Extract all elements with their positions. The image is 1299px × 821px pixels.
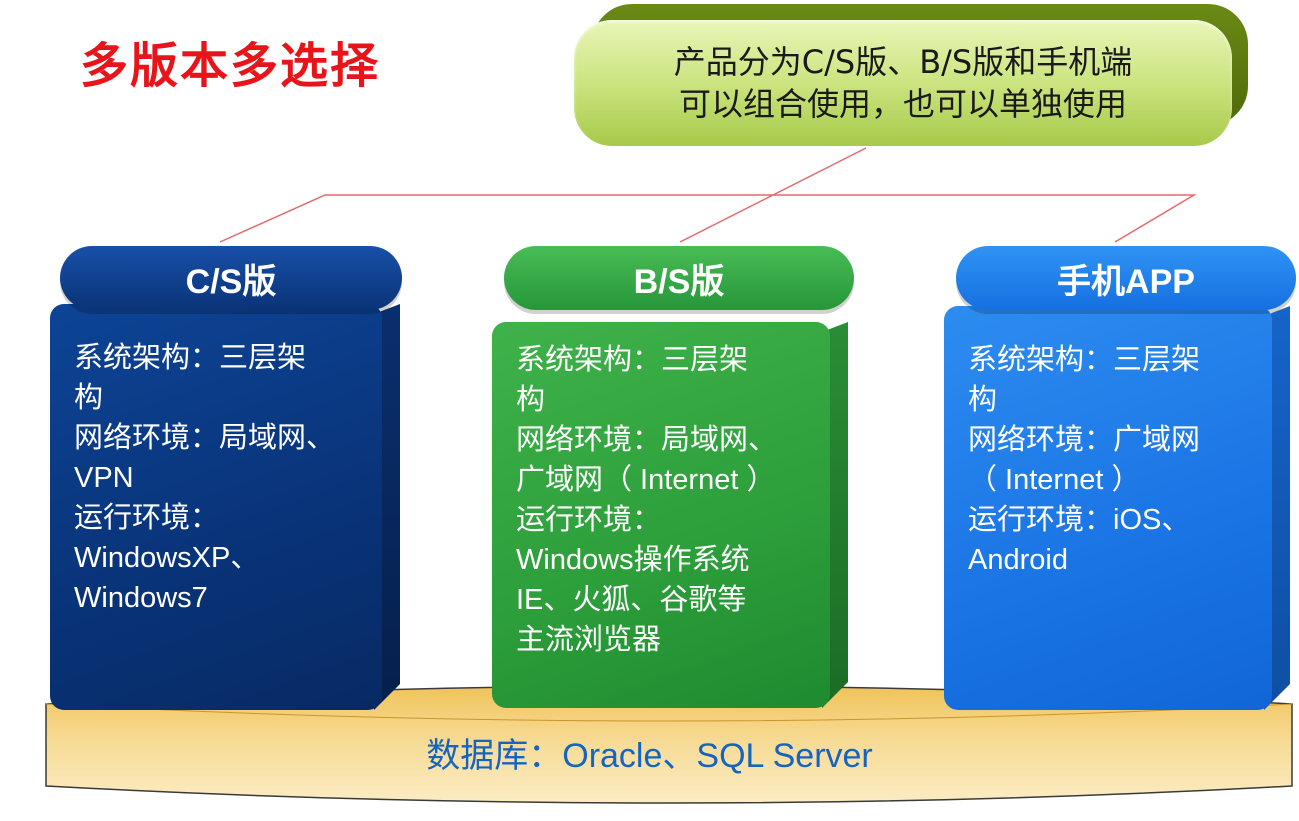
database-cylinder <box>45 685 1293 804</box>
cs-box-text: 系统架构：三层架 构 网络环境：局域网、 VPN 运行环境： WindowsXP… <box>74 338 372 618</box>
database-label: 数据库：Oracle、SQL Server <box>426 737 873 775</box>
cs-line: VPN <box>74 462 134 494</box>
app-version-header: 手机APP <box>956 246 1296 310</box>
app-line: 构 <box>968 384 998 416</box>
bs-line: 广域网（ Internet ） <box>516 464 776 496</box>
cs-line: 构 <box>74 382 104 414</box>
app-box-face <box>944 306 1272 710</box>
bs-line: Windows操作系统 <box>516 544 750 576</box>
cs-box-face <box>50 304 382 710</box>
callout-box: 产品分为C/S版、B/S版和手机端 可以组合使用，也可以单独使用 <box>574 20 1232 146</box>
app-version-box: 系统架构：三层架 构 网络环境：广域网 （ Internet ） 运行环境：iO… <box>944 306 1272 710</box>
bs-line: 主流浏览器 <box>516 624 662 656</box>
bs-box-face <box>492 322 830 708</box>
connector-cs <box>219 194 1197 243</box>
app-line: Android <box>968 544 1068 576</box>
bs-line: 网络环境：局域网、 <box>516 424 778 456</box>
bs-line: IE、火狐、谷歌等 <box>516 584 747 616</box>
cs-line: 运行环境： <box>74 502 220 534</box>
cs-line: 网络环境：局域网、 <box>74 422 336 454</box>
connector-bs <box>679 147 867 243</box>
cs-line: Windows7 <box>74 582 208 614</box>
cs-line: 系统架构：三层架 <box>74 342 307 374</box>
app-line: 网络环境：广域网 <box>968 424 1201 456</box>
bs-line: 运行环境： <box>516 504 662 536</box>
bs-version-header: B/S版 <box>504 246 854 310</box>
callout-line-1: 产品分为C/S版、B/S版和手机端 <box>673 43 1133 81</box>
cs-version-box: 系统架构：三层架 构 网络环境：局域网、 VPN 运行环境： WindowsXP… <box>50 304 382 710</box>
bs-box-text: 系统架构：三层架 构 网络环境：局域网、 广域网（ Internet ） 运行环… <box>516 340 820 660</box>
bs-line: 系统架构：三层架 <box>516 344 749 376</box>
callout-line-2: 可以组合使用，也可以单独使用 <box>678 85 1127 123</box>
app-line: 运行环境：iOS、 <box>968 504 1191 536</box>
app-line: （ Internet ） <box>968 464 1141 496</box>
bs-line: 构 <box>516 384 546 416</box>
cs-version-header: C/S版 <box>60 246 402 310</box>
page-title: 多版本多选择 <box>80 38 381 94</box>
app-line: 系统架构：三层架 <box>968 344 1201 376</box>
app-box-text: 系统架构：三层架 构 网络环境：广域网 （ Internet ） 运行环境：iO… <box>968 340 1262 580</box>
cs-line: WindowsXP、 <box>74 542 260 574</box>
bs-version-box: 系统架构：三层架 构 网络环境：局域网、 广域网（ Internet ） 运行环… <box>492 322 830 708</box>
